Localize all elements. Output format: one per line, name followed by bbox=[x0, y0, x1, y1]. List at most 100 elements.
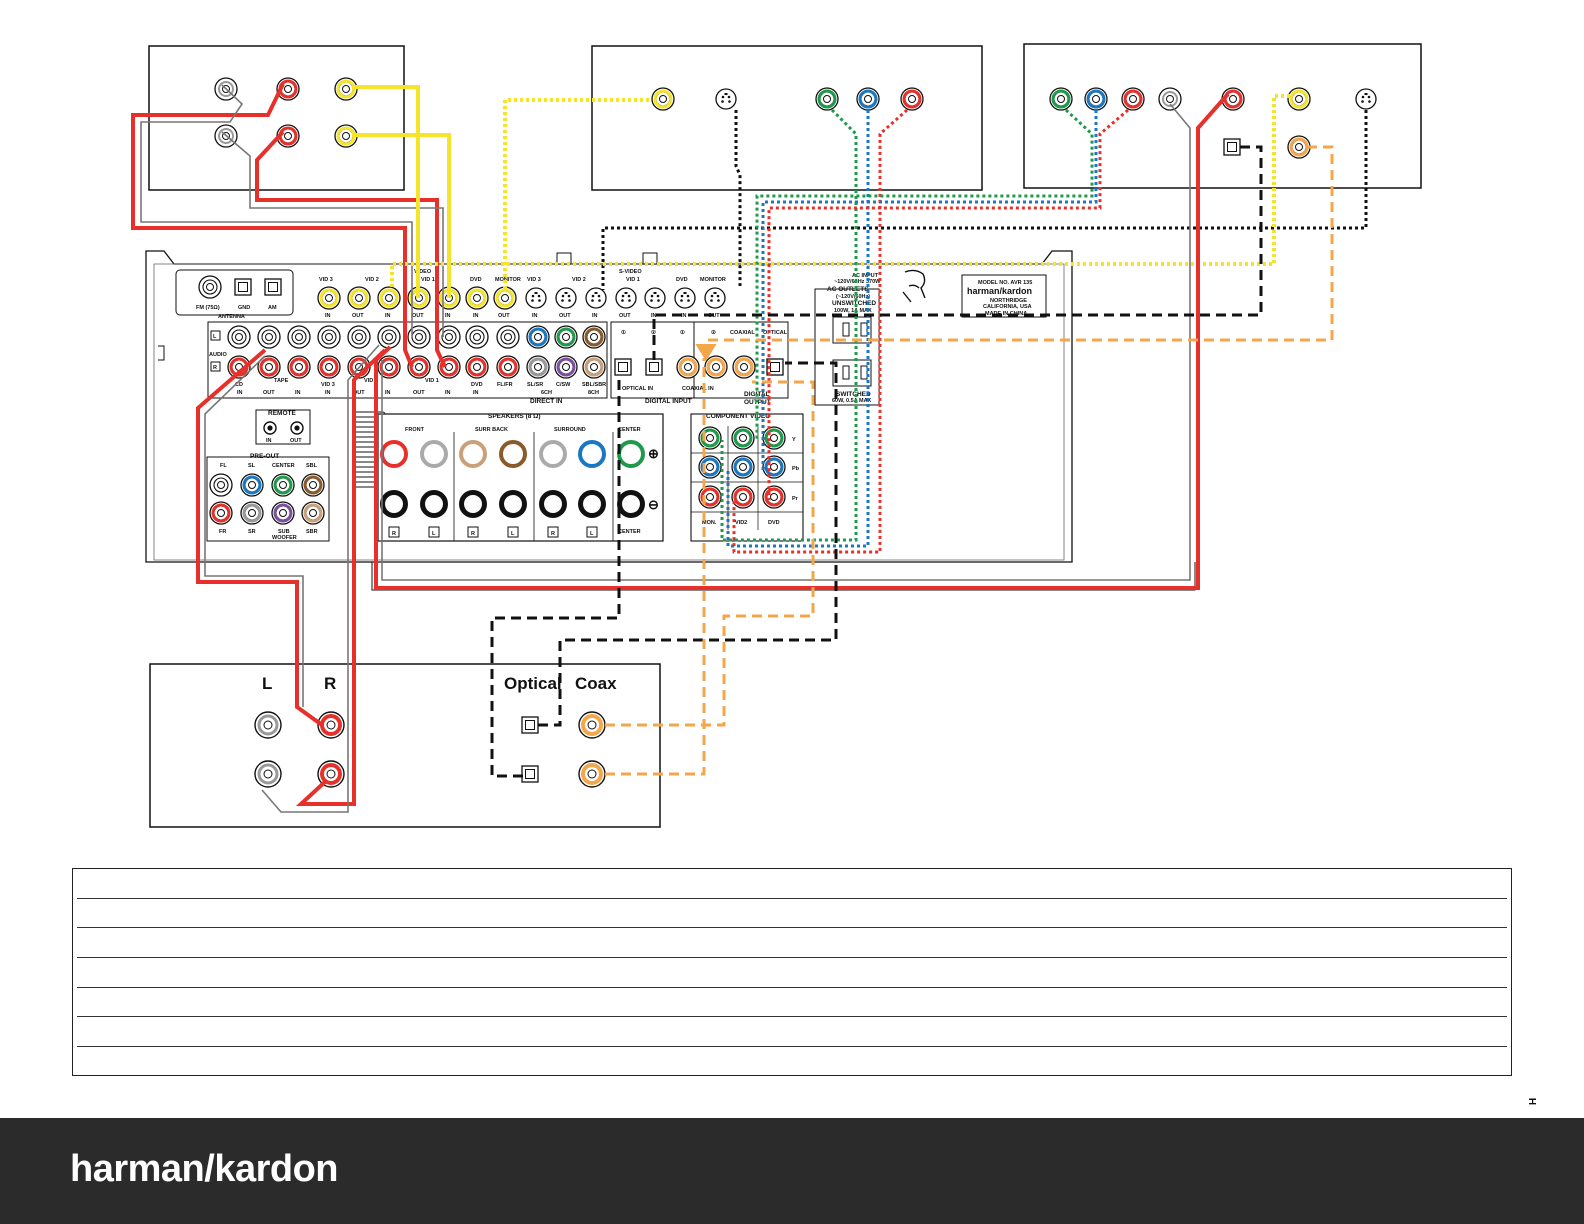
dvd-component-pb[interactable] bbox=[1084, 87, 1108, 111]
preout-fr[interactable] bbox=[209, 501, 233, 525]
direct-sl[interactable] bbox=[526, 325, 550, 349]
vid3-in-left[interactable] bbox=[317, 325, 341, 349]
optical-in-2[interactable] bbox=[645, 358, 663, 376]
direct-sbr[interactable] bbox=[582, 355, 606, 379]
fm-antenna-jack[interactable] bbox=[198, 275, 222, 299]
dvd-in-left[interactable] bbox=[465, 325, 489, 349]
dvd-svideo-out[interactable] bbox=[1355, 88, 1377, 110]
tv-video-in[interactable] bbox=[651, 87, 675, 111]
vid3-in-right[interactable] bbox=[317, 355, 341, 379]
svideo-vid3-in[interactable] bbox=[525, 287, 547, 309]
am-terminal[interactable] bbox=[264, 278, 282, 296]
vcr-audio-out-left[interactable] bbox=[214, 77, 238, 101]
comp-dvd-y[interactable] bbox=[762, 426, 786, 450]
coaxial-in-1[interactable] bbox=[676, 355, 700, 379]
svideo-vid1-in[interactable] bbox=[644, 287, 666, 309]
switched-outlet[interactable] bbox=[832, 359, 872, 387]
comp-vid2-pb[interactable] bbox=[731, 455, 755, 479]
svideo-vid1-out[interactable] bbox=[615, 287, 637, 309]
comp-mon-pb[interactable] bbox=[698, 455, 722, 479]
dvd-component-pr[interactable] bbox=[1121, 87, 1145, 111]
tape-out-right[interactable] bbox=[257, 355, 281, 379]
vcr-audio-in-left[interactable] bbox=[214, 124, 238, 148]
vid1-in-right[interactable] bbox=[437, 355, 461, 379]
gnd-terminal[interactable] bbox=[234, 278, 252, 296]
vid2-in-right[interactable] bbox=[377, 355, 401, 379]
optical-in-1[interactable] bbox=[614, 358, 632, 376]
svideo-dvd-in[interactable] bbox=[674, 287, 696, 309]
preout-sr[interactable] bbox=[240, 501, 264, 525]
preout-sl[interactable] bbox=[240, 473, 264, 497]
dvd-component-y[interactable] bbox=[1049, 87, 1073, 111]
preout-sbl[interactable] bbox=[301, 473, 325, 497]
spk-sur-l-plus[interactable] bbox=[578, 440, 606, 468]
spk-center-plus[interactable] bbox=[617, 440, 645, 468]
dvd-optical-out[interactable] bbox=[1223, 138, 1241, 156]
svideo-vid2-out[interactable] bbox=[555, 287, 577, 309]
in-label: IN bbox=[681, 313, 687, 319]
cable-tv-comp-pb bbox=[726, 110, 870, 548]
svideo-vid2-in[interactable] bbox=[585, 287, 607, 309]
vid2-in-left[interactable] bbox=[377, 325, 401, 349]
comp-vid2-y[interactable] bbox=[731, 426, 755, 450]
spk-sb-r-minus[interactable] bbox=[462, 493, 485, 516]
preout-fl[interactable] bbox=[209, 473, 233, 497]
tv-component-y[interactable] bbox=[815, 87, 839, 111]
direct-center[interactable] bbox=[554, 325, 578, 349]
coaxial-digital-out[interactable] bbox=[732, 355, 756, 379]
amp-left-in-top[interactable] bbox=[254, 711, 282, 739]
spk-front-l-minus[interactable] bbox=[423, 493, 446, 516]
video-dvd-in[interactable] bbox=[465, 286, 489, 310]
amp-left-in-bottom[interactable] bbox=[254, 760, 282, 788]
tv-component-pr[interactable] bbox=[900, 87, 924, 111]
tv-svideo-in[interactable] bbox=[715, 88, 737, 110]
tape-out-left[interactable] bbox=[257, 325, 281, 349]
preout-sbr[interactable] bbox=[301, 501, 325, 525]
comp-vid2-pr[interactable] bbox=[731, 485, 755, 509]
tape-in-left[interactable] bbox=[287, 325, 311, 349]
direct-sw[interactable] bbox=[554, 355, 578, 379]
comp-dvd-pb[interactable] bbox=[762, 455, 786, 479]
direct-sbl[interactable] bbox=[582, 325, 606, 349]
vid1-in-left[interactable] bbox=[437, 325, 461, 349]
spk-front-l-plus[interactable] bbox=[420, 440, 448, 468]
spk-sur-l-minus[interactable] bbox=[581, 493, 604, 516]
spk-sur-r-minus[interactable] bbox=[542, 493, 565, 516]
spk-r-box: R bbox=[467, 526, 479, 538]
video-vid2-in[interactable] bbox=[377, 286, 401, 310]
tape-in-right[interactable] bbox=[287, 355, 311, 379]
amp-coax-in[interactable] bbox=[578, 711, 606, 739]
spk-front-r-plus[interactable] bbox=[380, 440, 408, 468]
tv-component-pb[interactable] bbox=[856, 87, 880, 111]
direct-fl[interactable] bbox=[496, 325, 520, 349]
preout-center[interactable] bbox=[271, 473, 295, 497]
preout-sub[interactable] bbox=[271, 501, 295, 525]
video-vid3-in[interactable] bbox=[317, 286, 341, 310]
comp-dvd-pr[interactable] bbox=[762, 485, 786, 509]
direct-sr[interactable] bbox=[526, 355, 550, 379]
amp-optical-in[interactable] bbox=[521, 716, 539, 734]
spk-front-r-minus[interactable] bbox=[383, 493, 406, 516]
spk-center-minus[interactable] bbox=[620, 493, 643, 516]
spk-sb-l-minus[interactable] bbox=[502, 493, 525, 516]
amp-optical-out[interactable] bbox=[521, 765, 539, 783]
spk-sb-r-plus[interactable] bbox=[459, 440, 487, 468]
svideo-monitor-out[interactable] bbox=[704, 287, 726, 309]
cd-in-left[interactable] bbox=[227, 325, 251, 349]
coaxial-in-2[interactable] bbox=[704, 355, 728, 379]
dvd-video-out[interactable] bbox=[1287, 87, 1311, 111]
direct-fr[interactable] bbox=[496, 355, 520, 379]
spk-sur-r-plus[interactable] bbox=[539, 440, 567, 468]
dvd-audio-left[interactable] bbox=[1158, 87, 1182, 111]
video-monitor-out[interactable] bbox=[493, 286, 517, 310]
remote-in-jack[interactable] bbox=[263, 421, 277, 435]
comp-mon-y[interactable] bbox=[698, 426, 722, 450]
dvd-in-right[interactable] bbox=[465, 355, 489, 379]
video-vid2-out[interactable] bbox=[347, 286, 371, 310]
dvd-coax-out[interactable] bbox=[1287, 135, 1311, 159]
spk-sb-l-plus[interactable] bbox=[499, 440, 527, 468]
comp-mon-pr[interactable] bbox=[698, 485, 722, 509]
amp-coax-out[interactable] bbox=[578, 760, 606, 788]
vid2-out-left[interactable] bbox=[347, 325, 371, 349]
remote-out-jack[interactable] bbox=[290, 421, 304, 435]
